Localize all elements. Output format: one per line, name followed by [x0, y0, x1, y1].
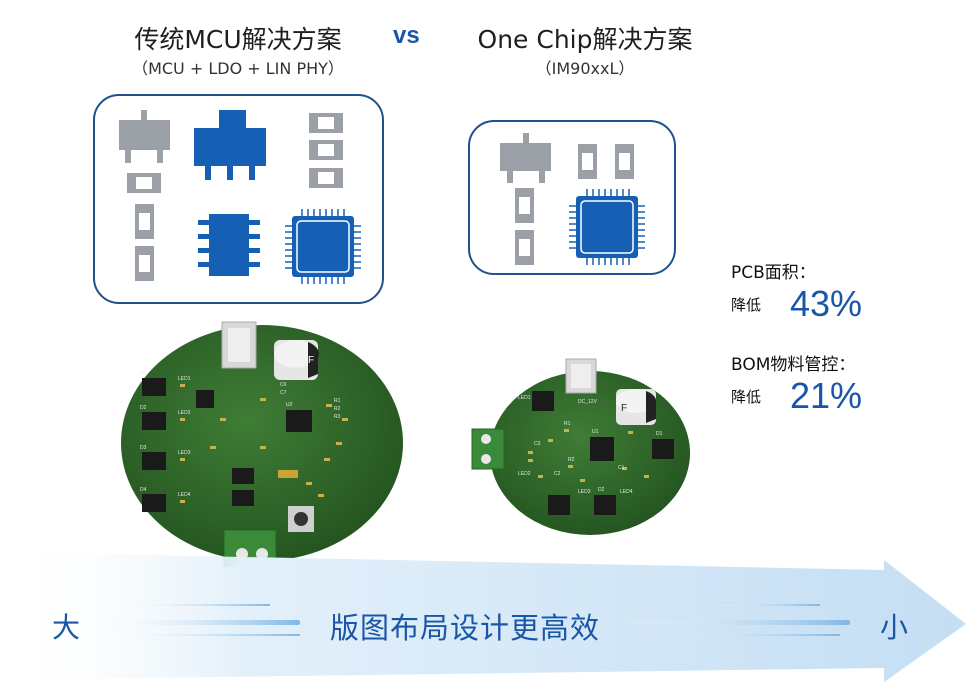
one-chip-components-box — [468, 120, 676, 275]
lin-phy-chip-icon — [198, 214, 260, 276]
svg-text:U2: U2 — [286, 402, 293, 408]
mcu-chip-icon — [285, 209, 361, 284]
svg-text:C7: C7 — [280, 390, 287, 396]
svg-text:C6: C6 — [280, 382, 287, 388]
resistor-icon — [515, 188, 534, 223]
svg-text:U1: U1 — [592, 429, 599, 435]
svg-text:C3: C3 — [534, 441, 541, 447]
svg-text:LED4: LED4 — [620, 489, 633, 495]
resistor-icon — [309, 168, 343, 188]
capacitor-icon: F — [616, 389, 657, 425]
pcb-area-label: PCB面积： — [731, 263, 816, 283]
traditional-pcb-board: F D1 D2 D3 D4 LED1 LED2 LED3 LED4 C6 C7 … — [121, 321, 403, 567]
svg-text:D4: D4 — [140, 487, 147, 493]
one-chip-mcu-icon — [569, 189, 645, 265]
bom-reduce-value: 21% — [790, 375, 863, 416]
left-solution-title: 传统MCU解决方案 — [134, 25, 342, 54]
svg-text:R3: R3 — [334, 414, 341, 420]
resistor-icon — [135, 204, 154, 239]
right-solution-subtitle: （IM90xxL） — [535, 59, 635, 78]
resistor-icon — [515, 230, 534, 265]
capacitor-icon: F — [274, 340, 319, 380]
arrow-large-label: 大 — [52, 611, 81, 644]
svg-text:R1: R1 — [564, 421, 571, 427]
left-solution-subtitle: （MCU + LDO + LIN PHY） — [132, 59, 344, 78]
svg-text:F: F — [308, 355, 314, 366]
one-chip-pcb-board: F DC_12V LED1 LED2 LED3 LED4 U1 C1 C2 C3… — [471, 358, 690, 535]
svg-text:D2: D2 — [140, 405, 147, 411]
sot-transistor-icon — [119, 110, 170, 163]
resistor-icon — [309, 140, 343, 160]
svg-text:LED4: LED4 — [178, 492, 191, 498]
svg-text:D2: D2 — [598, 487, 605, 493]
svg-text:LED2: LED2 — [518, 471, 531, 477]
ldo-regulator-icon — [194, 110, 266, 180]
svg-text:F: F — [621, 403, 627, 414]
resistor-icon — [615, 144, 634, 179]
svg-text:D1: D1 — [656, 431, 663, 437]
svg-text:LED3: LED3 — [578, 489, 591, 495]
svg-text:LED1: LED1 — [518, 395, 531, 401]
sot-transistor-icon — [500, 133, 551, 183]
svg-text:R2: R2 — [568, 457, 575, 463]
svg-text:R1: R1 — [334, 398, 341, 404]
svg-text:DC_12V: DC_12V — [578, 399, 598, 405]
efficiency-arrow — [0, 552, 966, 682]
svg-text:D1: D1 — [140, 371, 147, 377]
pcb-reduce-value: 43% — [790, 283, 863, 324]
right-solution-title: One Chip解决方案 — [477, 25, 693, 54]
bom-reduce-prefix: 降低 — [731, 388, 762, 406]
svg-text:R2: R2 — [334, 406, 341, 412]
bom-control-label: BOM物料管控： — [731, 355, 856, 375]
resistor-icon — [135, 246, 154, 281]
resistor-icon — [309, 113, 343, 133]
vs-label: vs — [393, 22, 420, 49]
pcb-reduce-prefix: 降低 — [731, 296, 762, 314]
traditional-components-box — [93, 94, 384, 304]
arrow-small-label: 小 — [880, 611, 909, 644]
svg-text:LED3: LED3 — [178, 450, 191, 456]
resistor-icon — [578, 144, 597, 179]
svg-text:D3: D3 — [140, 445, 147, 451]
svg-text:LED2: LED2 — [178, 410, 191, 416]
resistor-icon — [127, 173, 161, 193]
arrow-center-text: 版图布局设计更高效 — [330, 611, 601, 645]
svg-text:LED1: LED1 — [178, 376, 191, 382]
svg-text:C1: C1 — [618, 465, 625, 471]
svg-text:C2: C2 — [554, 471, 561, 477]
